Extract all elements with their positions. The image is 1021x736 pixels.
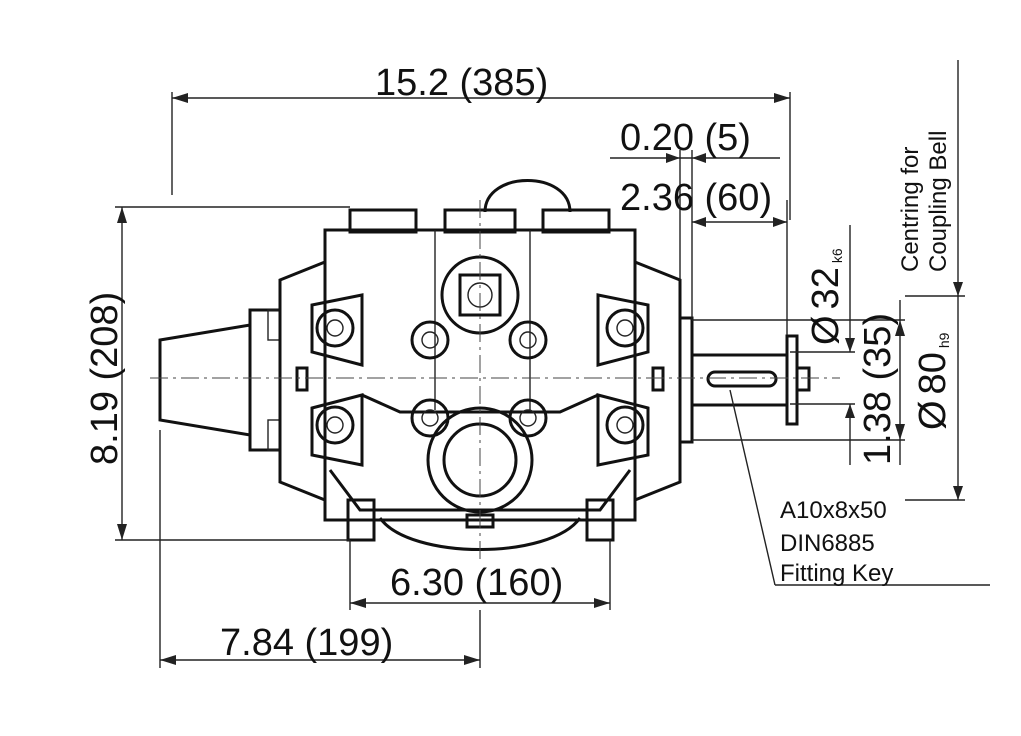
fitting-key-line2: DIN6885 — [780, 530, 875, 557]
pump-body — [158, 179, 694, 551]
dimension-lines — [115, 60, 990, 668]
diameter-symbol: Ø — [912, 400, 954, 430]
svg-text:Ø32k6: Ø32k6 — [805, 248, 847, 345]
foot-spacing-label: 6.30 (160) — [390, 562, 563, 604]
fitting-key-line3: Fitting Key — [780, 560, 893, 587]
shaft — [690, 334, 811, 426]
centring-label: Centring for Coupling Bell — [897, 131, 952, 272]
shaft-height-label: 1.38 (35) — [857, 313, 899, 465]
shaft-diameter-label: Ø32k6 — [805, 248, 847, 345]
svg-text:Centring for: Centring for — [897, 147, 924, 272]
centring-diameter-label: Ø80h9 — [912, 332, 954, 430]
overall-length-label: 15.2 (385) — [375, 62, 548, 104]
shaft-length-label: 2.36 (60) — [620, 177, 772, 219]
svg-text:Ø80h9: Ø80h9 — [912, 332, 954, 430]
diameter-symbol: Ø — [805, 315, 847, 345]
svg-text:Coupling Bell: Coupling Bell — [925, 131, 952, 272]
fitting-key-line1: A10x8x50 — [780, 497, 887, 524]
shaft-offset-label: 0.20 (5) — [620, 117, 751, 159]
height-label: 8.19 (208) — [84, 292, 126, 465]
centre-to-end-label: 7.84 (199) — [220, 622, 393, 664]
